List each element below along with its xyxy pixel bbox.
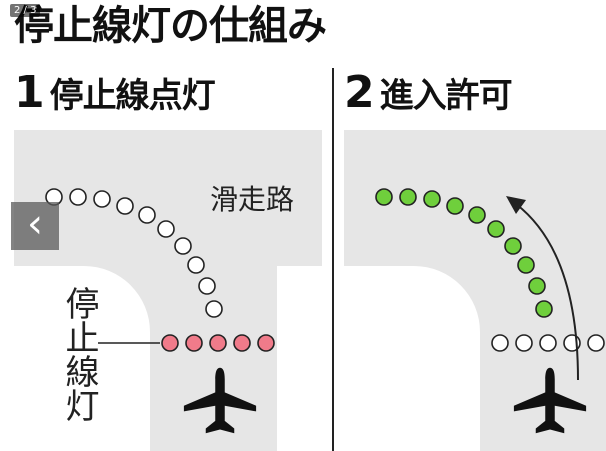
curve-light-green (423, 190, 441, 208)
panel-1-pavement (14, 130, 322, 451)
curve-light (69, 188, 87, 206)
panel-2-label: 進入許可 (379, 76, 513, 116)
previous-button[interactable]: ‹ (11, 202, 59, 250)
stop-bar-light-off (491, 334, 509, 352)
curve-light (187, 256, 205, 274)
curve-light (138, 206, 156, 224)
panel-2-pavement (344, 130, 606, 451)
curve-light (174, 237, 192, 255)
curve-light-green (535, 300, 553, 318)
stop-bar-light-red (257, 334, 275, 352)
stop-bar-light-off (587, 334, 605, 352)
curve-light-green (528, 277, 546, 295)
page-title: 停止線灯の仕組み (14, 3, 327, 49)
movement-arrow-icon (506, 196, 579, 381)
curve-light-green (487, 220, 505, 238)
panel-2-curve-lights (375, 188, 553, 318)
panel-1-stop-bar (161, 334, 275, 352)
curve-light-green (399, 188, 417, 206)
curve-light (198, 277, 216, 295)
stop-bar-label: 停止線灯 (59, 286, 99, 422)
panel-divider (332, 68, 334, 451)
curve-light-green (468, 206, 486, 224)
curve-light (157, 220, 175, 238)
page-counter: 2 / 3 (10, 4, 41, 17)
curve-light (93, 190, 111, 208)
stop-bar-light-off (539, 334, 557, 352)
curve-light-green (375, 188, 393, 206)
stop-bar-light-red (161, 334, 179, 352)
curve-light (205, 300, 223, 318)
curve-light-green (517, 256, 535, 274)
runway-label: 滑走路 (210, 183, 295, 216)
stop-bar-light-off (515, 334, 533, 352)
curve-light (116, 197, 134, 215)
panel-2-stop-bar (491, 334, 605, 352)
chevron-left-icon: ‹ (27, 201, 43, 247)
stop-bar-light-red (233, 334, 251, 352)
stop-bar-light-red (209, 334, 227, 352)
panel-1-number: 1 (14, 67, 45, 118)
panel-2-number: 2 (344, 67, 375, 118)
curve-light-green (504, 237, 522, 255)
stop-bar-light-red (185, 334, 203, 352)
panel-1-label: 停止線点灯 (49, 76, 216, 116)
panel-1-curve-lights (45, 188, 223, 318)
curve-light-green (446, 197, 464, 215)
